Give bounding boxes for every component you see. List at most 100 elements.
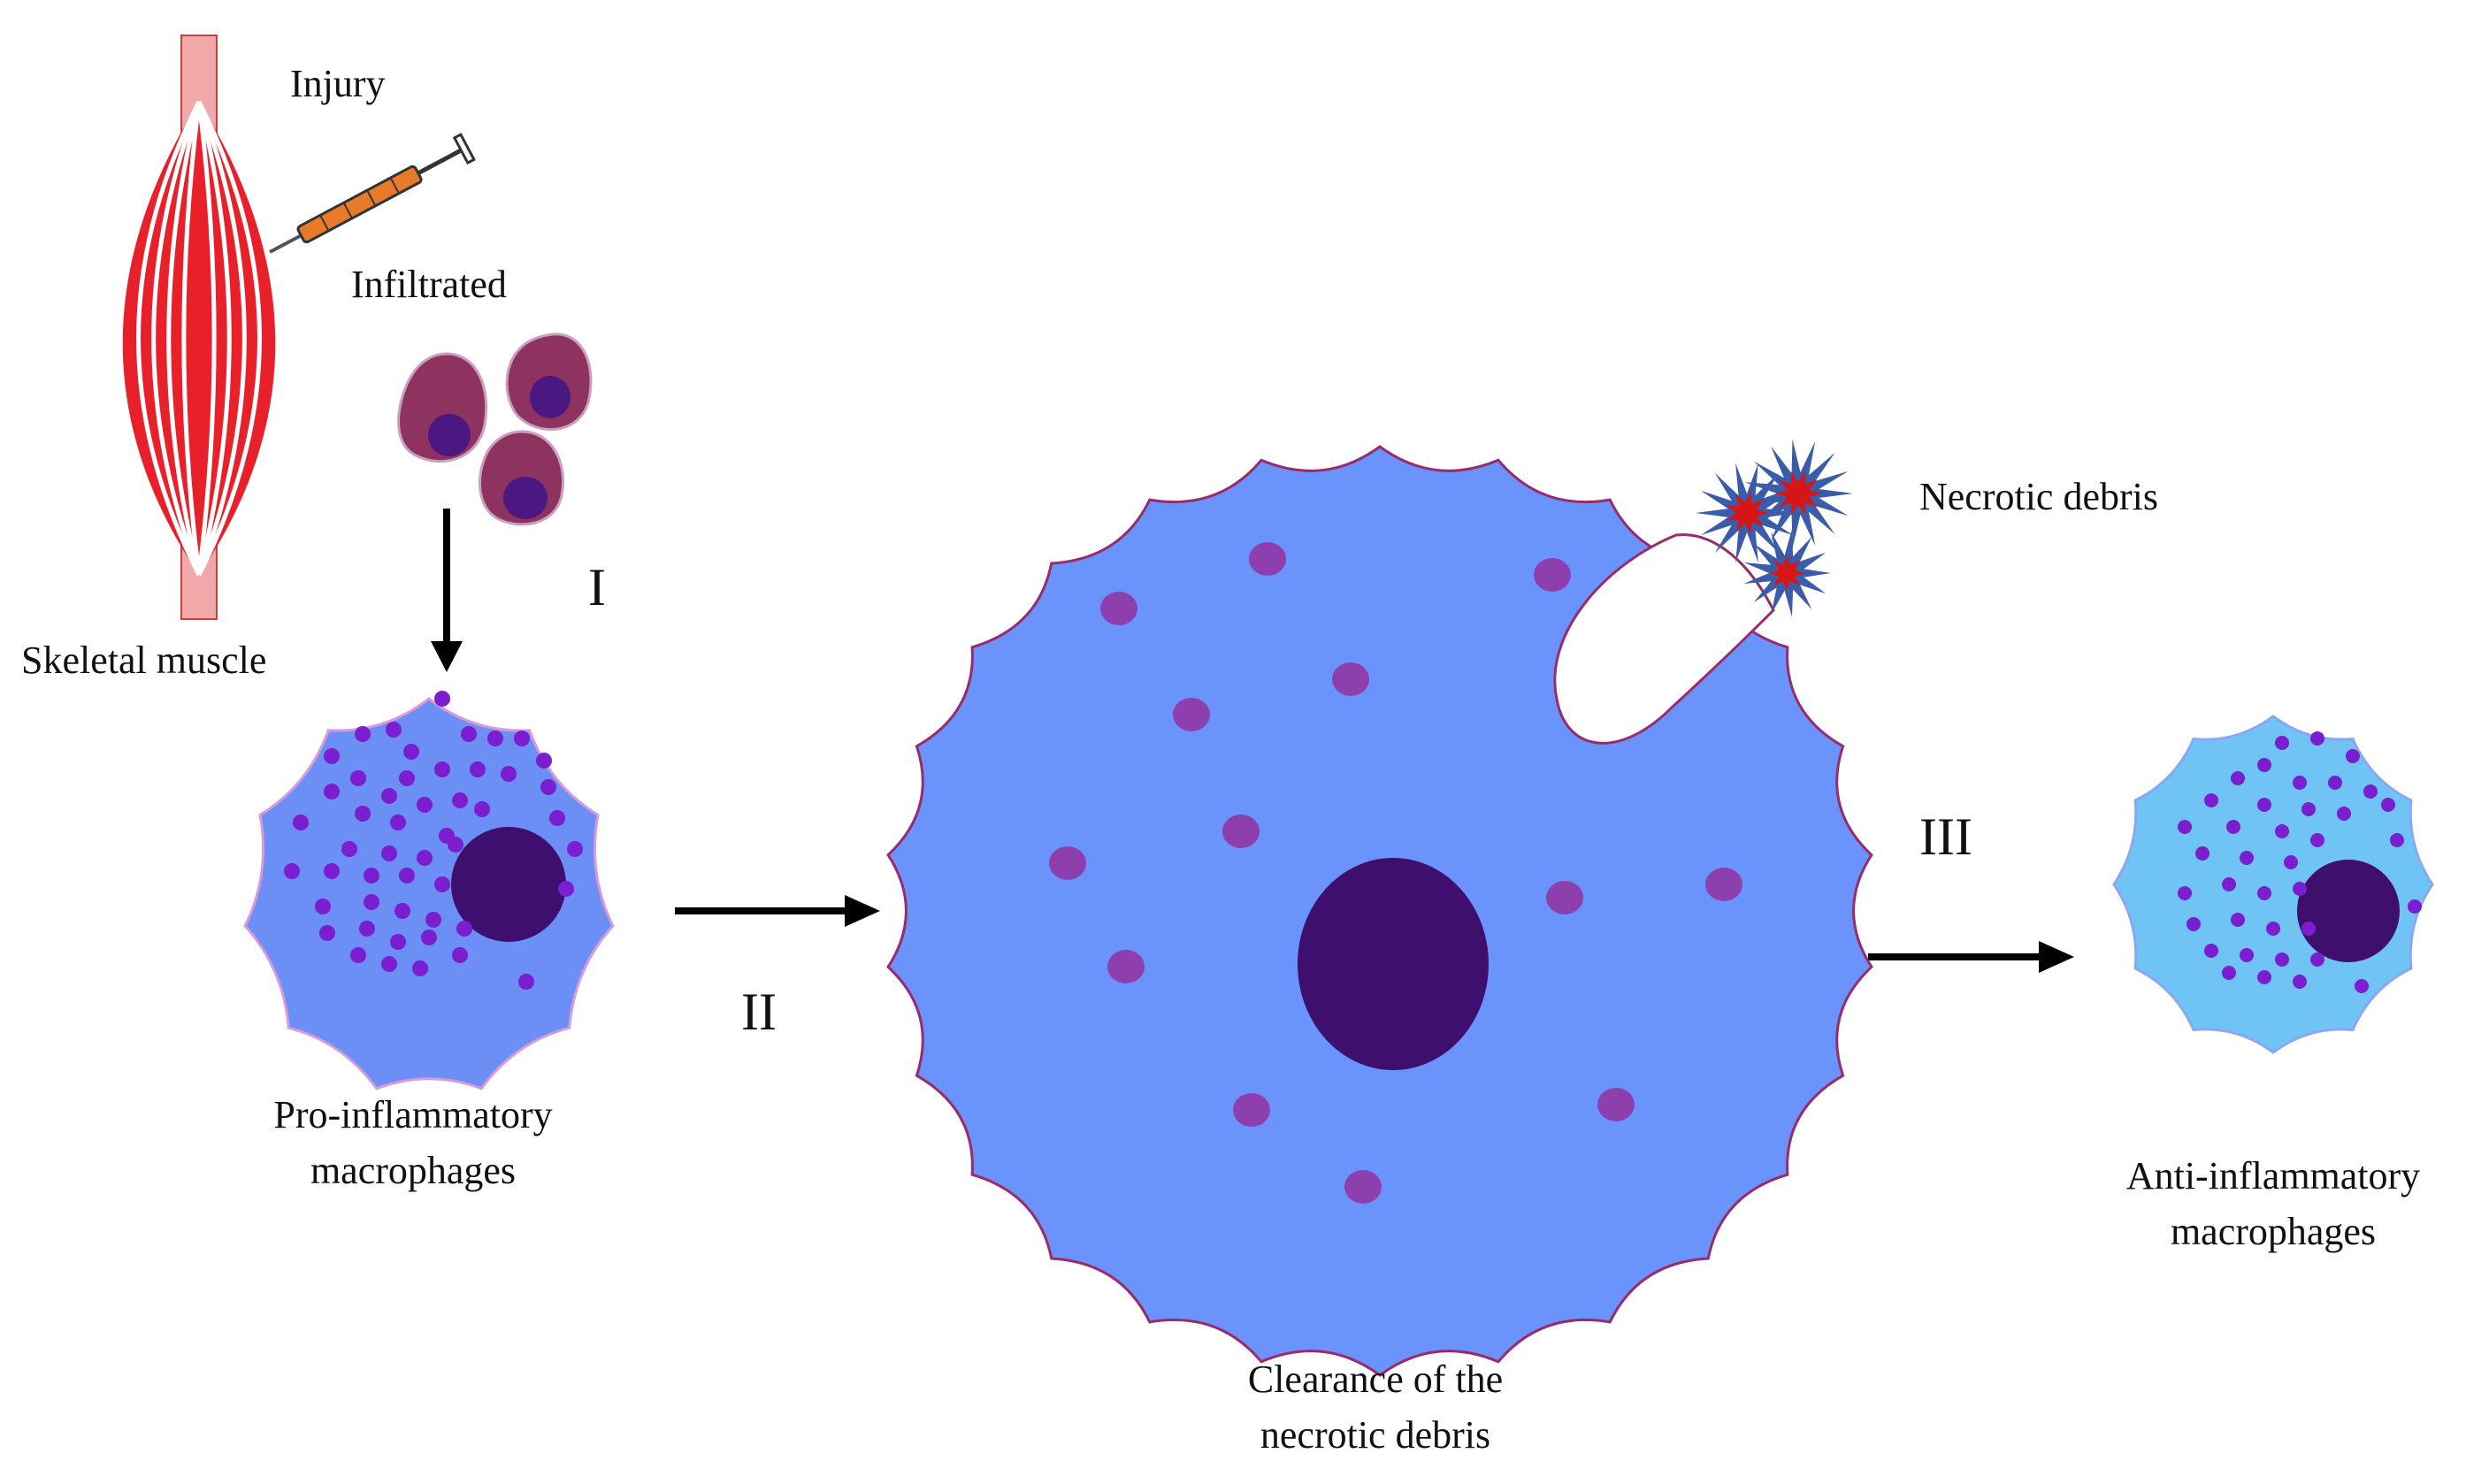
granule bbox=[567, 841, 583, 857]
label-step-2: II bbox=[741, 983, 777, 1041]
granule bbox=[399, 770, 415, 786]
debris-core bbox=[1769, 555, 1804, 591]
granule bbox=[359, 921, 375, 937]
granule bbox=[2275, 824, 2289, 838]
granule bbox=[350, 947, 366, 963]
granule bbox=[417, 850, 433, 866]
granule bbox=[2310, 952, 2324, 967]
granule bbox=[324, 863, 340, 879]
muscle-fiber bbox=[196, 101, 232, 576]
granule bbox=[434, 691, 450, 707]
label-step-3: III bbox=[1919, 807, 1972, 866]
granule bbox=[1107, 950, 1145, 983]
muscle-fiber bbox=[166, 101, 202, 576]
granule bbox=[417, 797, 433, 813]
granule bbox=[2222, 966, 2236, 980]
label-clearance-line1: Clearance of the bbox=[1247, 1358, 1504, 1401]
syringe-icon bbox=[269, 133, 476, 254]
granule bbox=[2204, 793, 2218, 807]
granule bbox=[2240, 851, 2254, 865]
label-necrotic-debris: Necrotic debris bbox=[1919, 475, 2158, 518]
granule bbox=[2266, 922, 2280, 936]
arrow-right-III bbox=[1868, 941, 2074, 973]
granule bbox=[540, 779, 556, 795]
granule bbox=[536, 753, 552, 769]
granule bbox=[1249, 542, 1286, 576]
granule bbox=[381, 956, 397, 972]
granule bbox=[452, 792, 468, 808]
granule bbox=[2275, 736, 2289, 750]
granule bbox=[2178, 886, 2192, 900]
granule bbox=[1233, 1093, 1270, 1127]
granule bbox=[2293, 975, 2307, 989]
granule bbox=[284, 863, 300, 879]
granule bbox=[2257, 798, 2271, 812]
granule bbox=[2284, 855, 2298, 869]
granule bbox=[2408, 899, 2422, 914]
label-step-1: I bbox=[588, 558, 606, 616]
granule bbox=[2195, 846, 2209, 861]
granule bbox=[394, 903, 410, 919]
granule bbox=[1173, 698, 1210, 731]
granule bbox=[1534, 558, 1571, 592]
granule bbox=[456, 921, 472, 937]
granule bbox=[448, 837, 463, 853]
granule bbox=[1100, 592, 1137, 625]
granule bbox=[2186, 917, 2201, 931]
granule bbox=[355, 726, 371, 742]
granule bbox=[2355, 979, 2369, 993]
granule bbox=[2337, 807, 2351, 821]
granule bbox=[2381, 798, 2395, 812]
granule bbox=[390, 934, 406, 950]
granule bbox=[2222, 877, 2236, 891]
granule bbox=[2204, 944, 2218, 958]
label-pro-inflammatory-line1: Pro-inflammatory bbox=[273, 1093, 553, 1136]
granule bbox=[364, 868, 379, 884]
granule bbox=[470, 761, 486, 777]
infiltrated-cell bbox=[397, 352, 488, 463]
granule bbox=[364, 894, 379, 910]
granule bbox=[2293, 776, 2307, 790]
granule bbox=[403, 744, 419, 760]
granule bbox=[2257, 886, 2271, 900]
muscle-fiber bbox=[136, 100, 202, 577]
granule bbox=[381, 788, 397, 804]
granule bbox=[381, 845, 397, 861]
nucleus bbox=[1298, 858, 1489, 1070]
skeletal-muscle-icon bbox=[122, 34, 276, 620]
label-injury: Injury bbox=[290, 62, 386, 105]
granule bbox=[315, 899, 331, 914]
debris-core bbox=[1727, 492, 1768, 534]
label-infiltrated: Infiltrated bbox=[351, 263, 507, 306]
granule bbox=[558, 881, 574, 897]
granule bbox=[293, 815, 309, 830]
granule bbox=[2346, 749, 2360, 763]
granule bbox=[324, 784, 340, 799]
granule bbox=[474, 801, 490, 817]
granule bbox=[355, 806, 371, 822]
muscle-fibers bbox=[136, 100, 262, 577]
muscle-fiber bbox=[196, 100, 262, 577]
granule bbox=[1049, 846, 1086, 880]
granule bbox=[341, 841, 357, 857]
granule bbox=[350, 770, 366, 786]
granule bbox=[2363, 784, 2378, 799]
granule bbox=[421, 929, 437, 945]
muscle-fiber bbox=[181, 101, 202, 576]
label-skeletal-muscle: Skeletal muscle bbox=[21, 639, 267, 682]
granule bbox=[501, 766, 517, 782]
granule bbox=[452, 947, 468, 963]
granule bbox=[2257, 970, 2271, 984]
granule bbox=[399, 868, 415, 884]
granule bbox=[1546, 881, 1583, 914]
granule bbox=[518, 974, 534, 990]
granule bbox=[2226, 820, 2240, 834]
granule bbox=[549, 810, 565, 826]
infiltrated-cell bbox=[505, 333, 593, 431]
granule bbox=[461, 726, 477, 742]
label-clearance-line2: necrotic debris bbox=[1260, 1413, 1491, 1457]
cell-membrane bbox=[2112, 715, 2434, 1054]
granule bbox=[412, 960, 428, 976]
granule bbox=[2275, 952, 2289, 967]
